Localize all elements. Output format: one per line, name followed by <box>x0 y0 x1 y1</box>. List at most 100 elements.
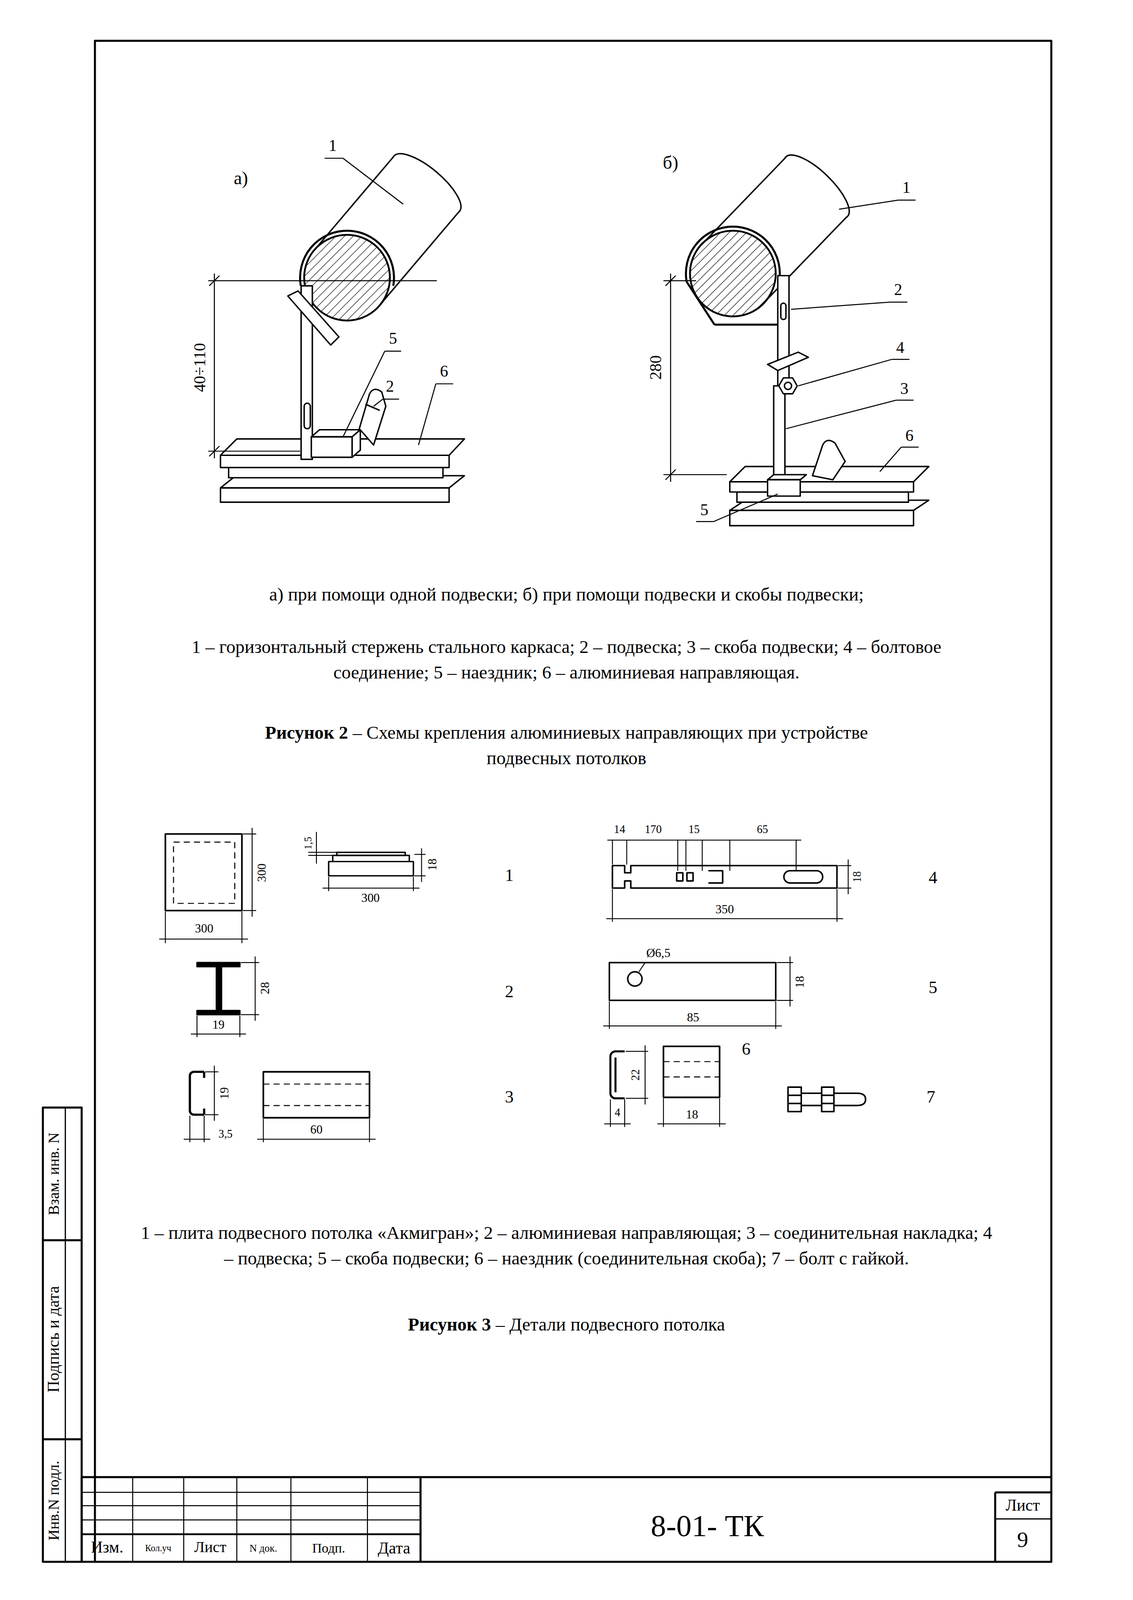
joint-plate <box>263 1104 370 1106</box>
leader-line <box>798 359 893 386</box>
hanger <box>767 351 809 371</box>
dimension-line <box>241 911 243 943</box>
dimension-line <box>604 1123 631 1125</box>
dimension: 280 <box>644 355 668 380</box>
dimension-line <box>159 827 426 944</box>
title-block-cell: Кол.уч <box>144 1541 172 1555</box>
dimension-line <box>183 1138 211 1140</box>
callout-number: 3 <box>900 377 909 401</box>
joint-plate <box>189 1071 204 1115</box>
sheet-frame <box>64 1107 67 1562</box>
dimension-line <box>719 1098 720 1128</box>
dimension-line <box>795 839 797 871</box>
rider-clip <box>359 389 386 445</box>
dimension-line <box>308 854 333 856</box>
ceiling-plate <box>165 833 243 911</box>
stamp-text: Инв.N подл. <box>43 1460 65 1541</box>
rod <box>689 230 776 317</box>
dimension: 18 <box>791 975 809 989</box>
hanger-strip <box>687 872 694 881</box>
dimension-line <box>191 1033 247 1035</box>
sheet-frame <box>42 1107 82 1562</box>
dimension-line <box>240 1014 259 1015</box>
dimension-line <box>604 1045 726 1127</box>
hanger-strip <box>612 865 838 888</box>
dimension-line <box>209 445 220 456</box>
dimension: 85 <box>687 1008 700 1027</box>
hanger <box>685 226 780 282</box>
callout-number: 1 <box>328 134 337 158</box>
title-block-cell: Дата <box>377 1536 410 1560</box>
title-block-cell: Изм. <box>90 1536 124 1559</box>
stamp-text: Подпись и дата <box>42 1285 66 1393</box>
sheet-frame <box>42 1438 82 1440</box>
guide-section <box>216 966 222 1011</box>
figure-number: Рисунок 2 <box>264 722 348 744</box>
callout-number: 1 <box>902 176 911 200</box>
figure-caption: Рисунок 2– Схемы крепления алюминиевых н… <box>229 720 904 772</box>
rider-clip <box>351 429 361 457</box>
leader-line <box>324 157 343 159</box>
rod <box>304 234 390 321</box>
hanger-strip <box>612 865 838 888</box>
rider-clip <box>812 440 846 480</box>
dimension-line <box>607 839 802 841</box>
leader-line <box>838 200 899 210</box>
callout-number: 6 <box>439 360 449 383</box>
leader-line <box>713 494 778 522</box>
leader-line <box>786 400 897 430</box>
rider-clip <box>610 1051 625 1099</box>
guide-section <box>196 1010 240 1015</box>
guide-profile <box>228 467 443 478</box>
dimension-line <box>701 839 703 871</box>
dimension-line <box>413 876 414 891</box>
leader-line <box>418 383 436 445</box>
dimension-line <box>254 956 256 1021</box>
dimension-line <box>328 876 330 891</box>
dimension-line <box>243 910 257 911</box>
bolt-with-nut <box>821 1102 834 1104</box>
callout-number: 7 <box>926 1085 936 1110</box>
leader-line <box>342 351 385 437</box>
leader-line <box>892 358 910 360</box>
rider-clip <box>767 474 807 480</box>
leader-line <box>382 398 400 400</box>
callout-number: 2 <box>385 375 394 399</box>
caption-text: а) при помощи одной подвески; б) при пом… <box>269 582 864 608</box>
bolt-joint <box>778 377 797 394</box>
sheet-frame <box>42 41 1052 1563</box>
dimension: 19 <box>212 1016 225 1034</box>
callout-number: 5 <box>928 975 938 1000</box>
bolt-with-nut <box>821 1094 834 1096</box>
dimension-line <box>670 273 672 482</box>
dimension-line <box>657 1123 726 1125</box>
leader-line <box>896 399 914 401</box>
rider-clip <box>311 389 386 458</box>
title-block-grid <box>183 1476 185 1562</box>
dimension-line <box>165 911 166 943</box>
joint-plate <box>263 1083 370 1085</box>
rider-clip <box>663 1046 720 1098</box>
bolt-with-nut <box>787 1094 802 1096</box>
dimension-line <box>789 956 791 1007</box>
hanger-bracket <box>627 971 642 986</box>
dimension: 18 <box>849 871 865 883</box>
dimension: 300 <box>253 863 272 882</box>
legend-text: 1 – горизонтальный стержень стального ка… <box>148 634 986 687</box>
dimension-line <box>191 956 260 1038</box>
ceiling-plate <box>173 842 235 904</box>
joint-plate <box>189 1071 370 1118</box>
hanger <box>685 226 809 394</box>
bolt-with-nut <box>787 1086 866 1112</box>
dimension-line <box>838 887 852 889</box>
dimension: 22 <box>627 1069 644 1081</box>
dimension-line <box>644 1045 646 1105</box>
callout-number: 6 <box>741 1037 751 1062</box>
rider-clip <box>767 440 846 497</box>
bolt-joint <box>778 377 797 394</box>
rider-clip <box>663 1060 720 1062</box>
dimension: 300 <box>195 920 214 938</box>
sheet-frame <box>80 1476 83 1562</box>
